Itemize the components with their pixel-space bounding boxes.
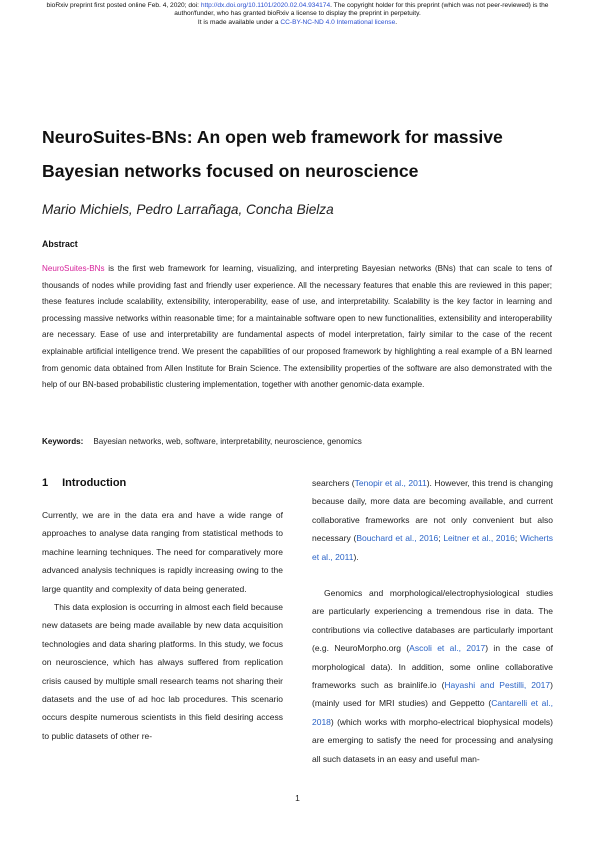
preprint-notice: bioRxiv preprint first posted online Feb… [40,2,555,27]
keywords-text: Bayesian networks, web, software, interp… [93,437,362,446]
citation-tenopir[interactable]: Tenopir et al., 2011 [354,478,427,488]
section-title: Introduction [62,477,127,489]
citation-ascoli[interactable]: Ascoli et al., 2017 [409,643,486,654]
preprint-line1-prefix: bioRxiv preprint first posted online Feb… [46,2,201,9]
text-run: ) in the case of morphological data). In… [312,643,553,691]
intro-paragraph-3: searchers (Tenopir et al., 2011). Howeve… [312,474,553,566]
section-number: 1 [42,477,49,489]
text-run: ) (which works with morpho-electrical bi… [312,716,553,764]
text-run: ; [514,533,520,544]
keywords-label: Keywords: [42,437,84,446]
title-brand: NeuroSuites-BNs [42,127,187,147]
preprint-line1-suffix: . The copyright holder for this preprint… [174,2,549,18]
citation-wicherts[interactable]: Wicherts et al., 2011 [312,533,553,562]
abstract-brand-link[interactable]: NeuroSuites-BNs [42,264,105,273]
left-column: 1 Introduction Currently, we are in the d… [42,474,283,745]
author-list: Mario Michiels, Pedro Larrañaga, Concha … [42,202,334,217]
abstract-body: NeuroSuites-BNs is the first web framewo… [42,261,552,394]
citation-bouchard[interactable]: Bouchard et al., 2016 [356,533,439,544]
text-run: searchers ( [312,478,355,488]
right-column: searchers (Tenopir et al., 2011). Howeve… [312,474,553,768]
text-run: ). However, this trend is changing becau… [312,478,553,544]
text-run: Genomics and morphological/electrophysio… [312,588,553,654]
abstract-text: is the first web framework for learning,… [42,264,552,390]
intro-paragraph-4: Genomics and morphological/electrophysio… [312,584,553,768]
intro-paragraph-1: Currently, we are in the data era and ha… [42,510,283,594]
citation-cantarelli[interactable]: Cantarelli et al., 2018 [312,698,553,727]
title-rest: : An open web framework for massive Baye… [42,127,503,181]
preprint-line2-suffix: . [395,18,398,26]
preprint-line2-prefix: It is made available under a [197,18,281,26]
license-link[interactable]: CC-BY-NC-ND 4.0 International license [280,18,396,26]
text-run: ). [353,551,359,562]
citation-hayashi[interactable]: Hayashi and Pestilli, 2017 [444,680,551,691]
section-heading: 1 Introduction [42,474,283,492]
abstract-heading: Abstract [42,239,78,249]
text-run: ; [438,533,444,544]
keywords: Keywords: Bayesian networks, web, softwar… [42,437,552,446]
paper-title: NeuroSuites-BNs: An open web framework f… [42,120,562,188]
citation-leitner[interactable]: Leitner et al., 2016 [443,533,515,544]
page-number: 1 [295,793,300,803]
intro-paragraph-2: This data explosion is occurring in almo… [42,602,283,741]
text-run: ) (mainly used for MRI studies) and Gepp… [312,680,553,709]
doi-link[interactable]: http://dx.doi.org/10.1101/2020.02.04.934… [200,2,331,9]
